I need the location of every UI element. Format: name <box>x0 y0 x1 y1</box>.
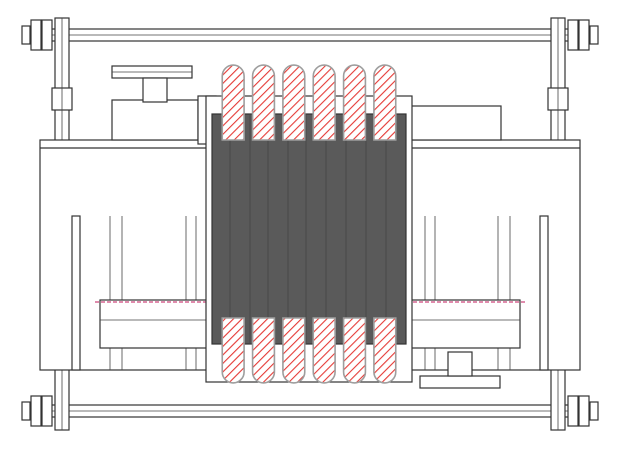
convolution-top <box>373 64 397 141</box>
convolution-top <box>282 64 306 141</box>
convolution-top <box>312 64 336 141</box>
convolution-top <box>221 64 245 141</box>
bellows-convolutions-top <box>221 64 397 141</box>
tie-rod-top <box>21 19 599 51</box>
convolution-top <box>251 64 276 141</box>
convolution-bottom <box>221 317 245 384</box>
bellows-convolutions-bottom <box>221 317 397 384</box>
tie-rod-bottom <box>21 395 599 427</box>
convolution-top <box>342 64 367 141</box>
convolution-bottom <box>342 317 367 384</box>
convolution-bottom <box>373 317 397 384</box>
convolution-bottom <box>282 317 306 384</box>
convolution-bottom <box>251 317 276 384</box>
convolution-bottom <box>312 317 336 384</box>
